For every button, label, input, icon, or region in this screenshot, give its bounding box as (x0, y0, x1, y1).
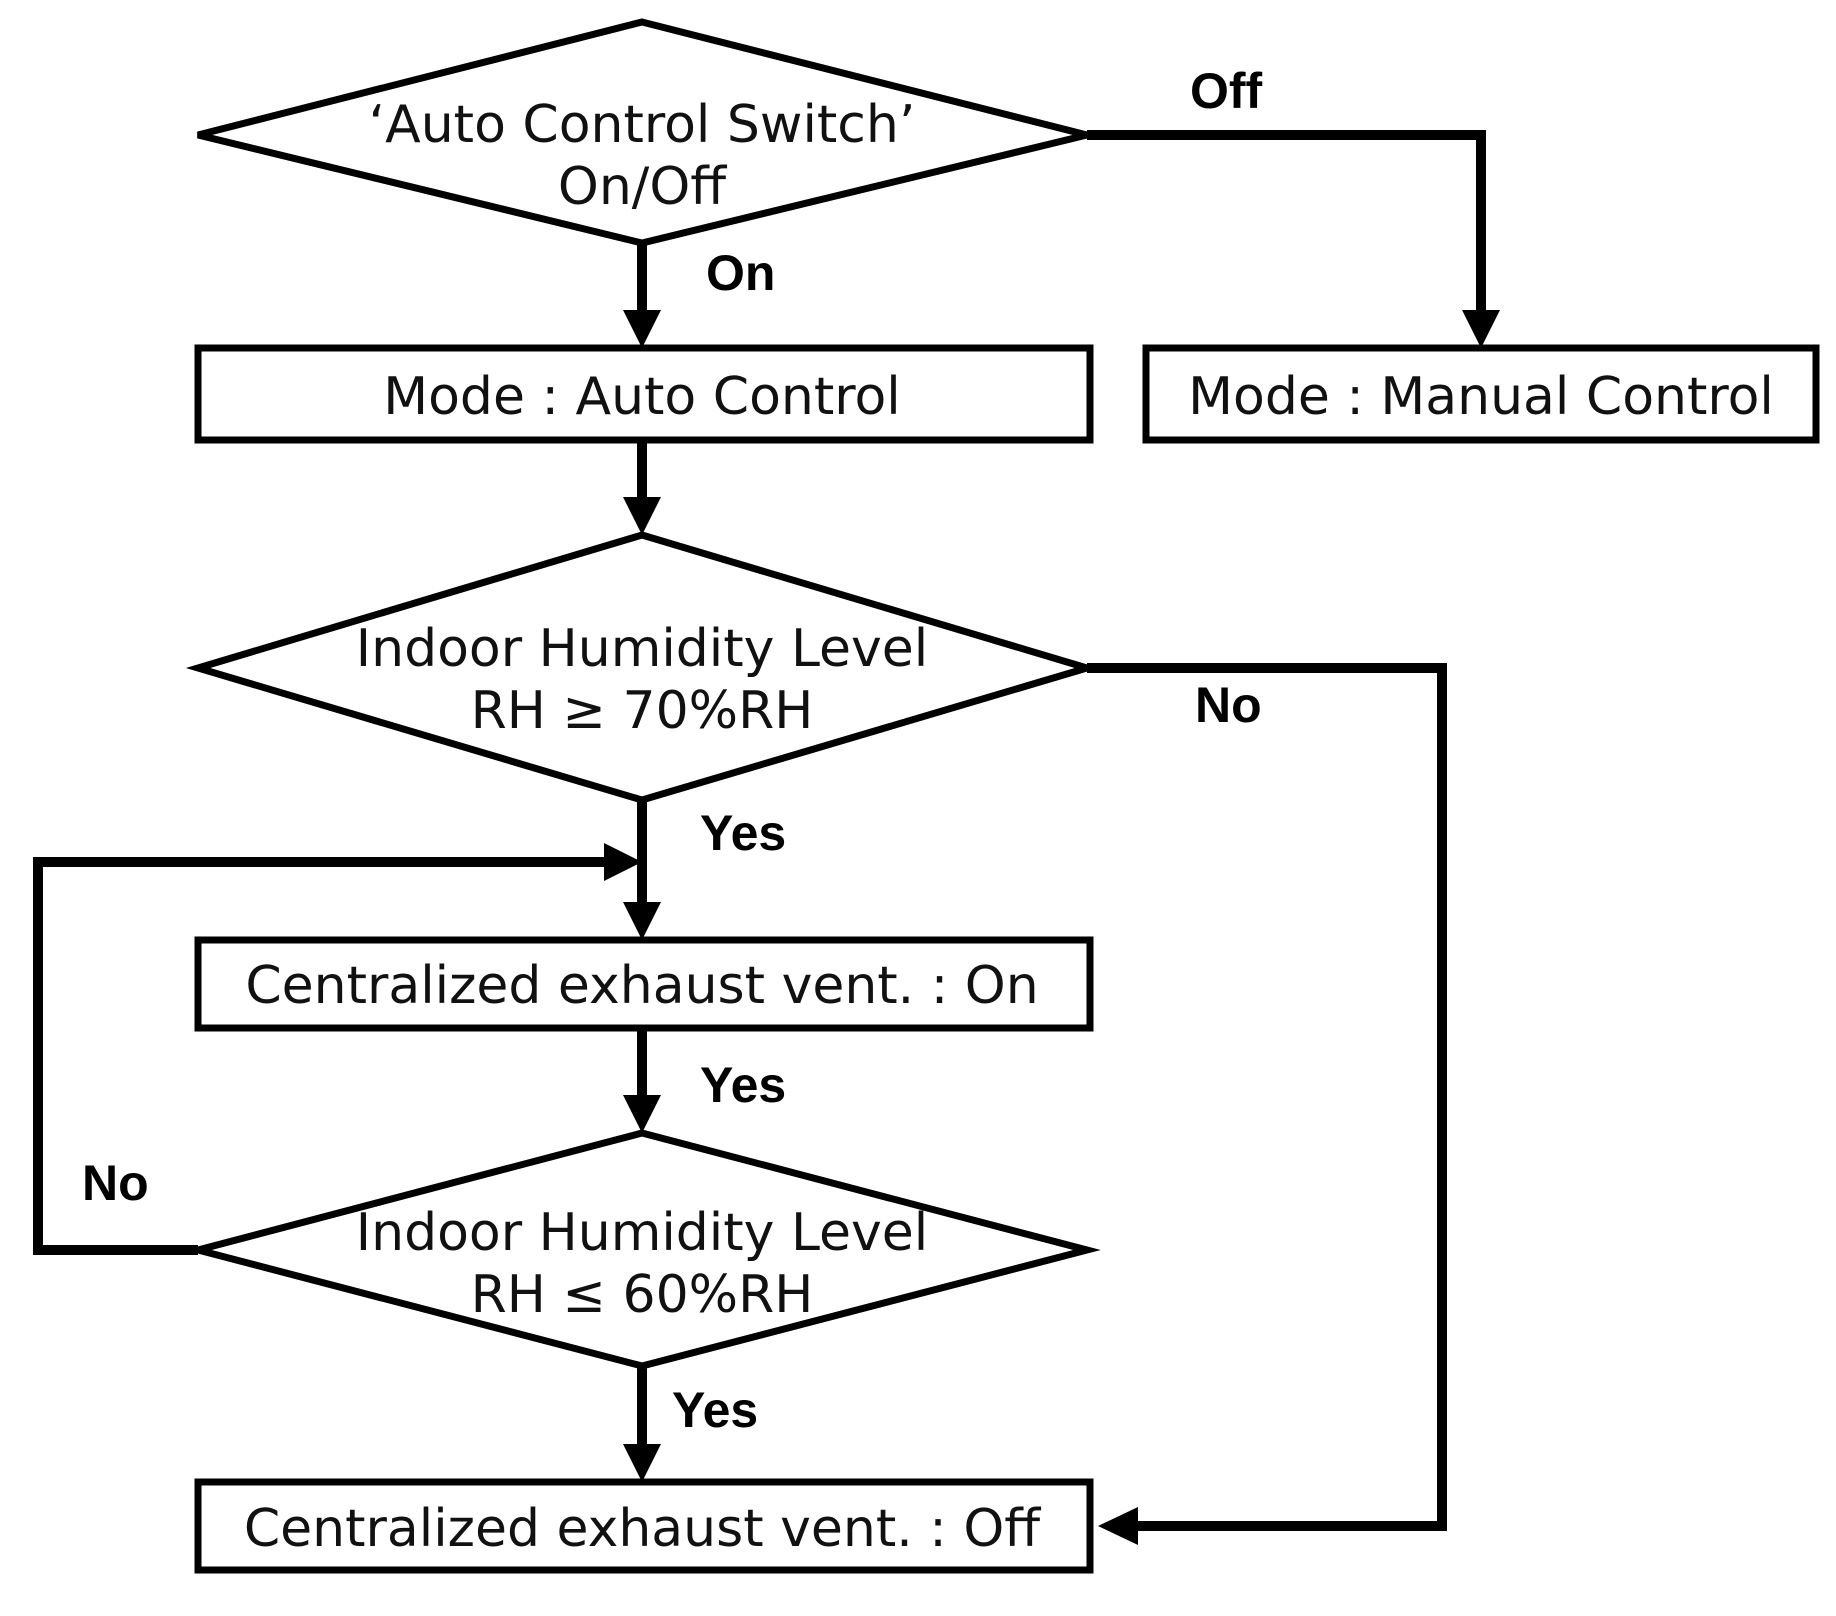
edge-humidity-low-yes (623, 1366, 661, 1482)
decision-humidity-low-line1: Indoor Humidity Level (356, 1203, 928, 1263)
edge-label-yes-vent-on: Yes (700, 1057, 786, 1113)
decision-humidity-low: Indoor Humidity Level RH ≤ 60%RH (184, 1129, 1101, 1370)
arrowhead (604, 843, 642, 881)
decision-auto-control-switch-line1: ‘Auto Control Switch’ (369, 95, 916, 155)
arrowhead (1462, 310, 1500, 348)
arrowhead (1098, 1507, 1138, 1545)
edge-label-off: Off (1190, 63, 1263, 119)
decision-auto-control-switch: ‘Auto Control Switch’ On/Off (197, 18, 1088, 247)
edge-humidity-high-yes (623, 800, 661, 940)
arrowhead (623, 1444, 661, 1482)
edge-humidity-low-no (33, 843, 642, 1255)
process-mode-manual-control-label: Mode : Manual Control (1188, 367, 1774, 427)
edge-label-on: On (706, 245, 775, 301)
decision-auto-control-switch-line2: On/Off (558, 157, 727, 217)
edge-vent-on-yes (623, 1028, 661, 1133)
edge-label-yes-high: Yes (700, 805, 786, 861)
edge-switch-on (623, 243, 661, 348)
arrowhead (623, 1095, 661, 1133)
arrowhead (623, 310, 661, 348)
process-vent-off-label: Centralized exhaust vent. : Off (244, 1499, 1041, 1559)
process-vent-off: Centralized exhaust vent. : Off (194, 1478, 1094, 1574)
process-mode-manual-control: Mode : Manual Control (1142, 344, 1820, 444)
decision-humidity-high-line1: Indoor Humidity Level (356, 619, 928, 679)
edge-switch-off (1087, 130, 1500, 348)
decision-humidity-high: Indoor Humidity Level RH ≥ 70%RH (185, 531, 1100, 804)
edge-humidity-high-no (1087, 663, 1447, 1545)
decision-humidity-low-line2: RH ≤ 60%RH (471, 1265, 814, 1325)
decision-humidity-high-line2: RH ≥ 70%RH (471, 681, 814, 741)
process-mode-auto-control-label: Mode : Auto Control (383, 367, 901, 427)
edge-label-no-low: No (82, 1155, 149, 1211)
arrowhead (623, 902, 661, 940)
edge-label-yes-low: Yes (672, 1382, 758, 1438)
process-mode-auto-control: Mode : Auto Control (194, 344, 1094, 444)
process-vent-on: Centralized exhaust vent. : On (194, 936, 1094, 1032)
edge-label-no-high: No (1195, 677, 1262, 733)
arrowhead (623, 497, 661, 535)
process-vent-on-label: Centralized exhaust vent. : On (245, 956, 1038, 1016)
edge-auto-to-humidity-high (623, 440, 661, 535)
